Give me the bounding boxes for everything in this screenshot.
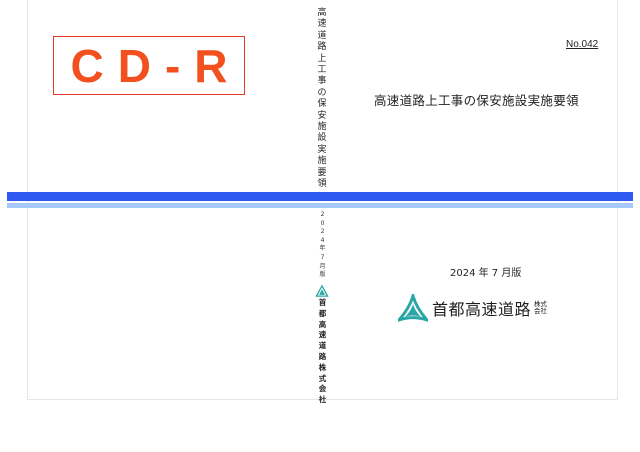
company-logo: 首都高速道路 株式 会社: [398, 294, 549, 322]
spine-company: 首 都 高 速 道 路 株 式 会 社: [317, 298, 328, 406]
spine-title-char: 事: [317, 76, 327, 87]
spine-date-char: 2: [320, 211, 325, 218]
spine-company-char: 路: [318, 351, 327, 361]
spine-title: 高 速 道 路 上 工 事 の 保 安 施 設 実 施 要 領: [316, 8, 328, 191]
spine-title-char: 施: [317, 156, 327, 167]
company-name: 首都高速道路: [432, 300, 532, 319]
spine-company-char: 都: [318, 308, 327, 318]
spine-company-char: 社: [318, 395, 327, 405]
spine-company-char: 速: [318, 330, 327, 340]
spine-date-char: 2: [320, 228, 325, 236]
spine-title-char: 設: [317, 133, 327, 144]
spine-title-char: 高: [317, 8, 327, 18]
shutoko-logo-icon: [398, 294, 428, 322]
document-number: No.042: [566, 39, 599, 50]
cover-band-dark: [7, 192, 633, 201]
spine-title-char: 施: [317, 122, 327, 133]
spine-title-char: 安: [317, 110, 327, 121]
spine-title-char: 実: [317, 144, 327, 155]
spine-title-char: 要: [317, 167, 327, 178]
company-suffix-line1: 株式: [534, 299, 548, 308]
company-suffix-line2: 会社: [534, 307, 548, 315]
spine-title-char: 路: [317, 42, 327, 53]
spine-company-char: 首: [318, 298, 327, 307]
spine-date-char: 4: [320, 236, 325, 244]
spine-title-char: 速: [317, 19, 327, 30]
cdr-label-box: CD-R: [53, 36, 245, 95]
spine-date-char: 版: [319, 271, 326, 279]
spine-company-char: 式: [318, 373, 327, 383]
spine-title-char: 上: [317, 53, 327, 64]
spine-date-char: 0: [320, 219, 325, 227]
cdr-label: CD-R: [70, 39, 242, 92]
edition-label: 2024 年 7 月版: [450, 268, 522, 279]
cover-band-light: [7, 203, 633, 208]
spine-title-char: 領: [317, 179, 327, 190]
spine-title-char: 工: [317, 65, 327, 76]
spine-company-char: 高: [318, 319, 327, 329]
shutoko-logo-icon: [315, 285, 329, 297]
spine-date-char: 7: [320, 253, 325, 261]
spine-title-char: 保: [317, 99, 327, 110]
front-title: 高速道路上工事の保安施設実施要領: [374, 93, 579, 108]
spine-edition: 2 0 2 4 年 7 月 版: [318, 211, 327, 280]
spine-title-char: 道: [317, 30, 327, 41]
spine-company-char: 株: [318, 362, 327, 372]
spine-title-char: の: [317, 87, 327, 98]
spine-date-char: 月: [319, 262, 326, 270]
spine-date-char: 年: [319, 245, 326, 253]
spine-company-char: 道: [318, 341, 327, 351]
spine-company-char: 会: [318, 384, 327, 394]
company-suffix: 株式 会社: [534, 299, 549, 316]
